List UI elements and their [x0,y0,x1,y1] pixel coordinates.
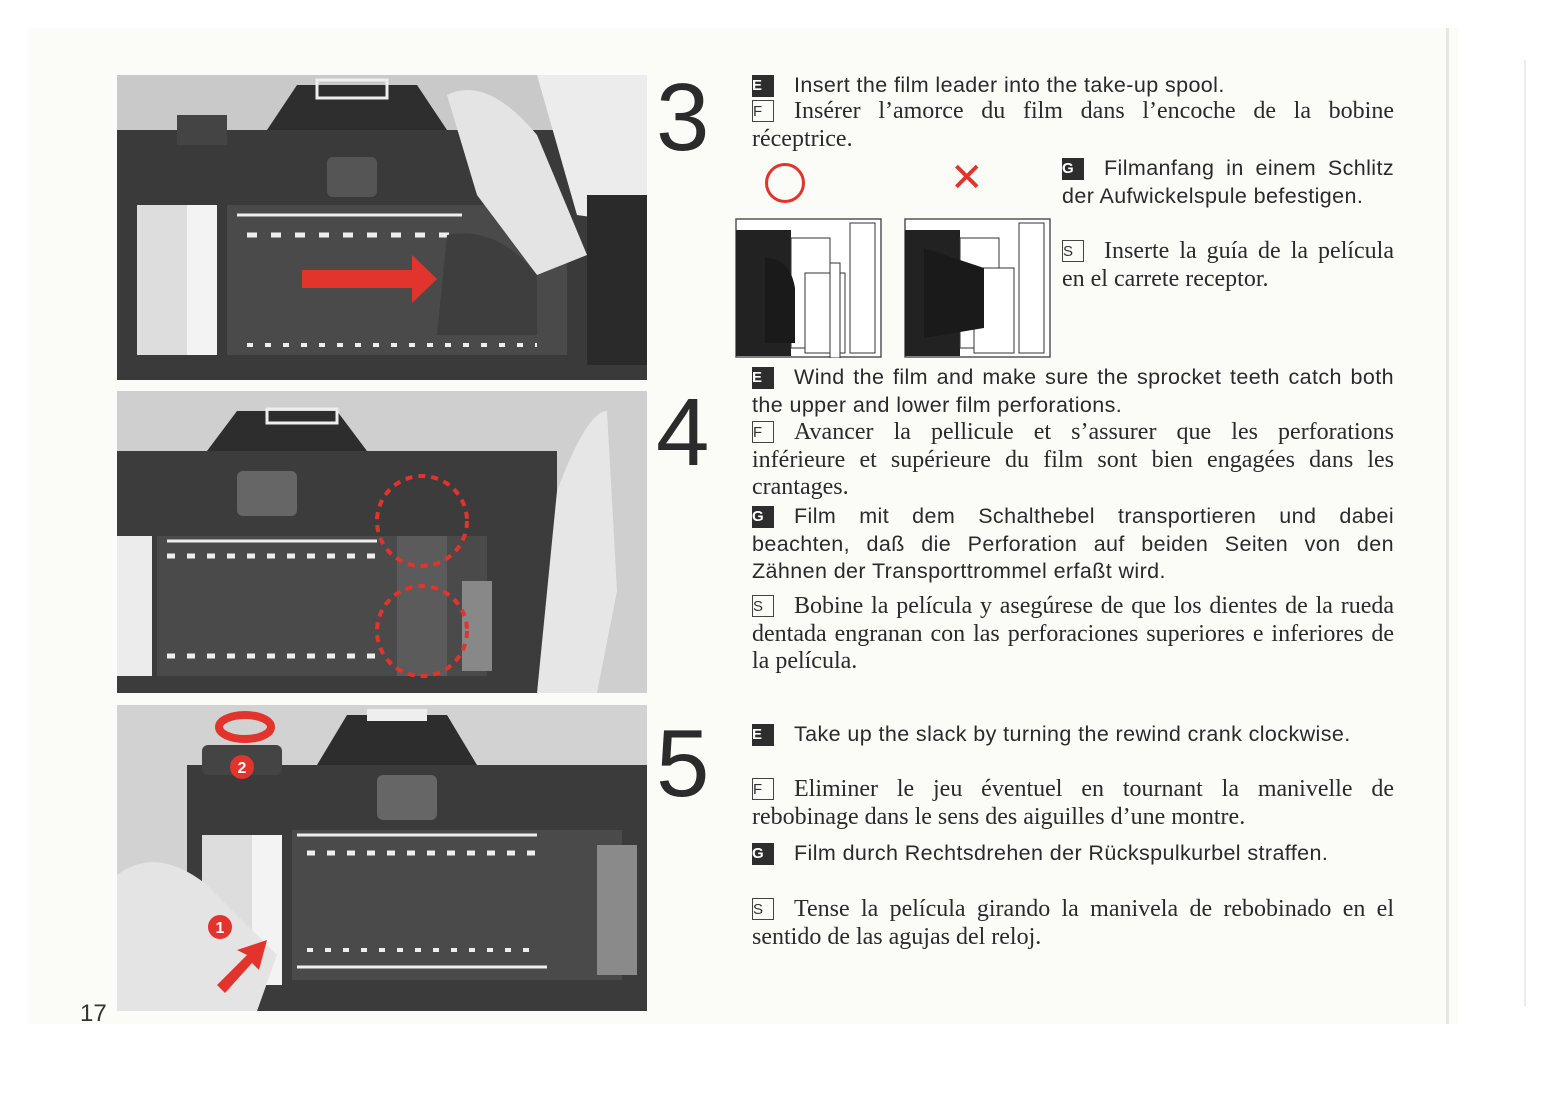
step-number-5: 5 [656,710,710,817]
lang-badge-spanish: S [752,898,774,920]
lang-badge-french: F [752,421,774,443]
page-edge [1446,28,1449,1024]
marker-2 [230,755,254,779]
lang-badge-english: E [752,75,774,97]
marker-2-label: 2 [238,760,247,777]
photo-insert-film-leader [117,75,647,380]
direction-arrow-head [412,255,437,303]
lang-badge-spanish: S [752,595,774,617]
marker-1 [208,915,232,939]
step-number-4: 4 [656,379,710,486]
step-number-3: 3 [656,64,710,171]
circle-ok-icon [765,163,805,203]
lang-badge-german: G [752,843,774,865]
photo-wind-film [117,391,647,693]
photo-take-up-slack: 2 1 [117,705,647,1011]
sprocket-highlight-top [375,474,469,568]
lang-badge-german: G [752,506,774,528]
lang-badge-spanish: S [1062,240,1084,262]
sprocket-highlight-bottom [375,584,469,678]
press-arrow [217,940,267,993]
lang-badge-french: F [752,778,774,800]
direction-arrow-shaft [302,270,412,288]
page-edge-shadow [1524,60,1526,1006]
lang-badge-german: G [1062,158,1084,180]
rotation-arrow [215,711,275,743]
lang-badge-english: E [752,724,774,746]
wrong-insertion-illustration [904,218,1051,358]
marker-1-label: 1 [216,920,225,937]
page-number: 17 [80,1000,107,1027]
lang-badge-english: E [752,367,774,389]
lang-badge-french: F [752,100,774,122]
correct-insertion-illustration [735,218,882,359]
cross-x-icon: ✕ [950,155,984,201]
